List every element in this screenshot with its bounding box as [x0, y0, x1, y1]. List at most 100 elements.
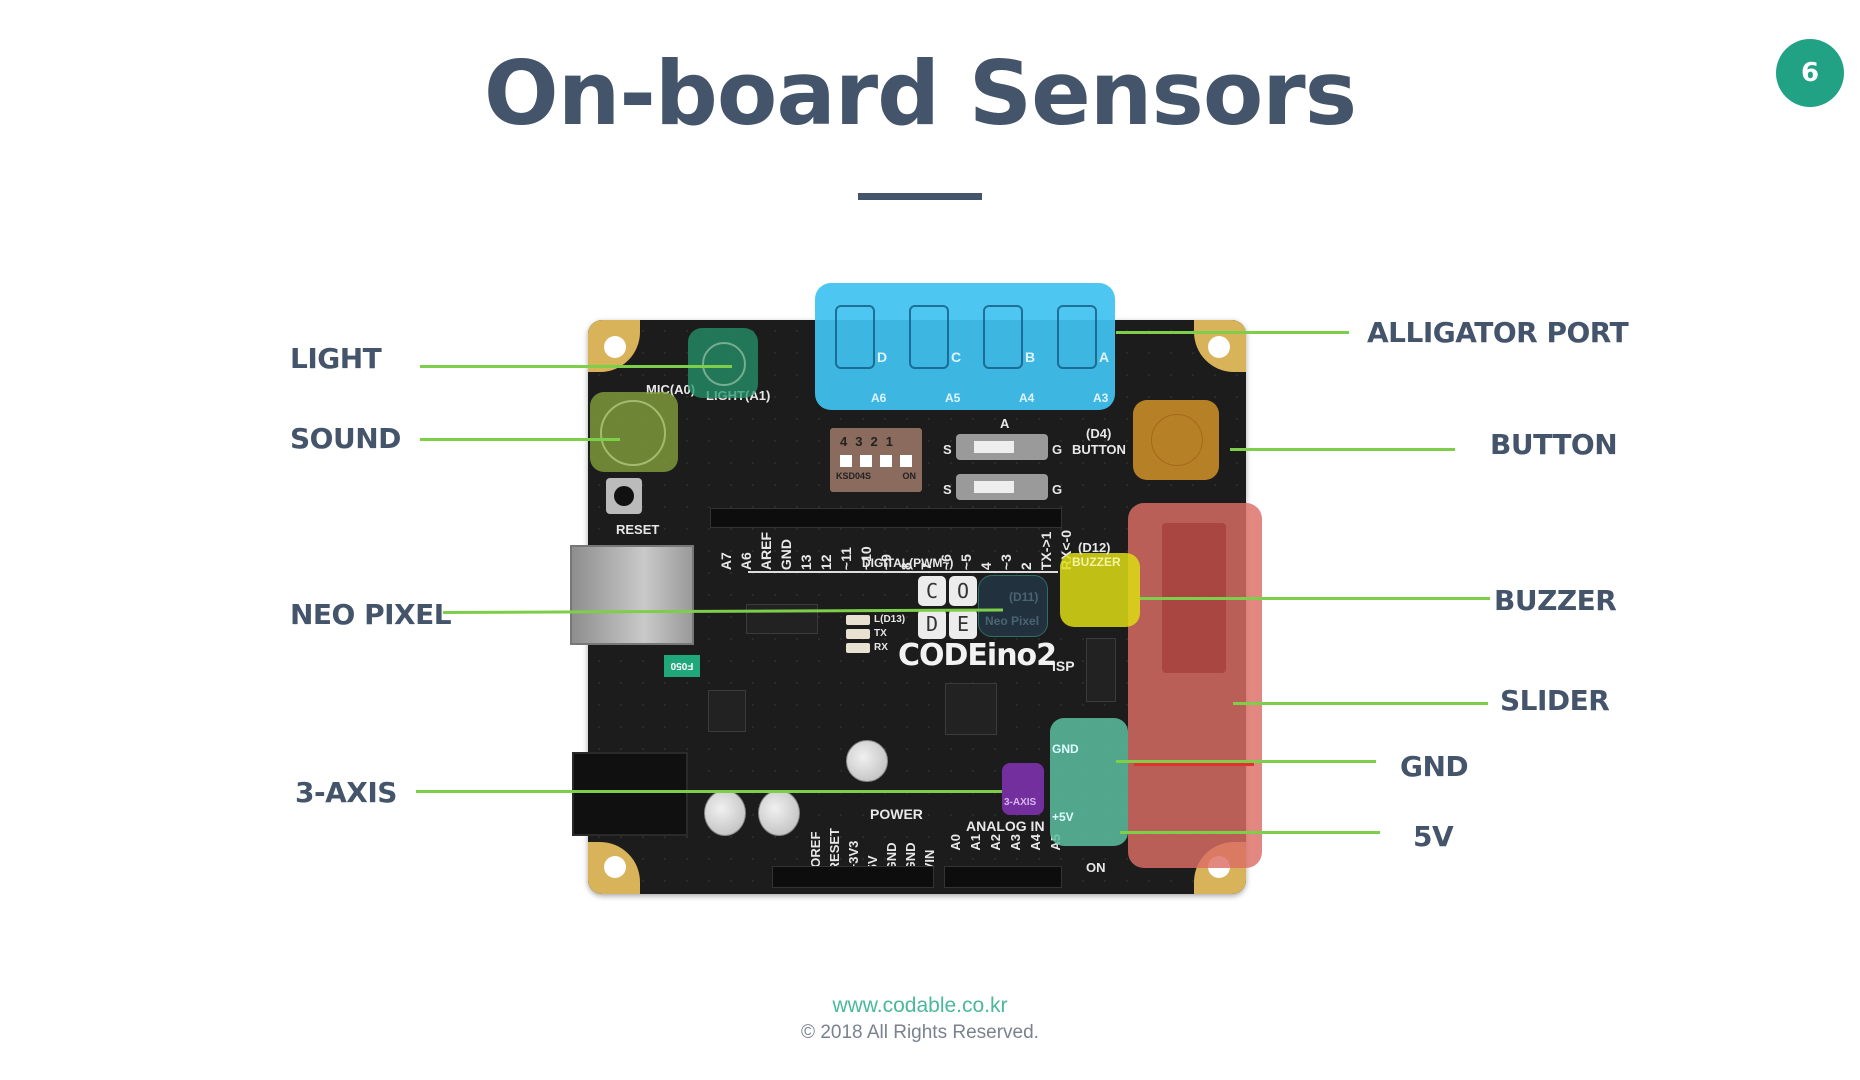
pin-label: A3 [1008, 834, 1023, 851]
dip-on: ON [902, 471, 917, 481]
pin-label: A4 [1028, 834, 1043, 851]
pin-label: GND [778, 538, 794, 571]
silk-power: POWER [870, 806, 923, 822]
label-slider: SLIDER [1500, 684, 1610, 717]
pin-label: GND [884, 842, 899, 872]
sound-sensor-highlight[interactable] [590, 392, 678, 472]
silk-isp: ISP [1052, 658, 1075, 674]
pin-label: 4 [978, 562, 994, 571]
gnd-5v-header-highlight[interactable]: GND +5V [1050, 718, 1128, 846]
pin-label: +3V3 [846, 840, 861, 872]
gnd-silk: GND [1052, 742, 1079, 756]
callout-line-light [420, 365, 732, 368]
photoresistor-icon [702, 342, 746, 386]
fuse: F050 [664, 655, 700, 677]
silk-button: BUTTON [1072, 442, 1126, 457]
logo-tile: O [949, 576, 977, 606]
code-logo-tiles: C O D E [918, 576, 977, 639]
footer-website-link[interactable]: www.codable.co.kr [832, 994, 1008, 1017]
label-button: BUTTON [1490, 428, 1618, 461]
slide-title: On-board Sensors [483, 42, 1357, 145]
silk-divider [748, 571, 1058, 573]
reset-button[interactable] [606, 478, 642, 514]
alligator-pin: A3 [1093, 391, 1109, 405]
3-axis-sensor-highlight[interactable]: 3-AXIS [1002, 763, 1044, 815]
dip-switch[interactable]: 4 3 2 1 KSD04S ON [830, 428, 922, 492]
neopixel-silk: Neo Pixel [985, 614, 1040, 628]
buzzer-silk: BUZZER [1072, 555, 1121, 569]
slider-marker [1134, 763, 1254, 766]
power-pin-labels: IOREF RESET +3V3 5V GND GND VIN [808, 828, 937, 871]
pin-label: IOREF [808, 831, 823, 872]
dc-power-jack [572, 752, 688, 836]
board-logo: CODEino2 [898, 638, 1057, 673]
dip-num: 4 [840, 434, 848, 449]
silk-digital: DIGITAL(PWM~) [862, 556, 954, 570]
small-chip [708, 690, 746, 732]
callout-line-gnd [1116, 760, 1376, 763]
silk-buzzer-pin: (D12) [1078, 540, 1111, 555]
capacitor [758, 790, 800, 836]
slide-switch-a[interactable] [956, 434, 1048, 460]
pin-label: ~5 [958, 554, 974, 571]
label-light: LIGHT [290, 342, 382, 375]
alligator-pin: A5 [945, 391, 961, 405]
pin-label: VIN [922, 849, 937, 872]
power-header [772, 866, 934, 888]
microphone-icon [600, 400, 666, 466]
silk-switch-s2: S [943, 482, 952, 497]
led-label: L(D13) [874, 614, 906, 625]
logo-tile: E [949, 609, 977, 639]
dip-num: 3 [855, 434, 863, 449]
label-gnd: GND [1400, 750, 1469, 783]
pin-label: A1 [968, 834, 983, 851]
analog-pin-labels: A0 A1 A2 A3 A4 A5 [948, 834, 1063, 851]
push-button-icon [1151, 414, 1203, 466]
callout-line-sound [420, 438, 620, 441]
pin-label: 2 [1018, 562, 1034, 571]
alligator-letter: A [1099, 349, 1110, 365]
dip-model: KSD04S [836, 471, 872, 481]
3axis-silk: 3-AXIS [1004, 797, 1037, 808]
buzzer-highlight[interactable]: BUZZER [1060, 553, 1140, 627]
led-label: RX [874, 642, 888, 653]
button-highlight[interactable] [1133, 400, 1219, 480]
light-sensor-highlight[interactable] [688, 328, 758, 398]
pin-label: A7 [718, 552, 734, 571]
pin-label: 5V [865, 855, 880, 872]
usb-port [570, 545, 694, 645]
callout-line-alligator-port [1116, 331, 1349, 334]
footer-copyright: © 2018 All Rights Reserved. [801, 1022, 1039, 1043]
pin-label: ~11 [838, 547, 854, 571]
page-number-badge: 6 [1776, 39, 1844, 107]
silk-switch-g: G [1052, 442, 1063, 457]
slider-highlight[interactable] [1128, 503, 1262, 868]
pin-label: A0 [948, 834, 963, 851]
alligator-letter: B [1025, 349, 1036, 365]
pin-label: AREF [758, 531, 774, 571]
dip-num: 1 [885, 434, 893, 449]
silk-switch-g2: G [1052, 482, 1063, 497]
label-5v: 5V [1413, 820, 1454, 853]
microcontroller-chip [945, 683, 997, 735]
callout-line-buzzer [1140, 597, 1490, 600]
capacitor [704, 790, 746, 836]
label-sound: SOUND [290, 422, 401, 455]
label-3-axis: 3-AXIS [295, 776, 397, 809]
label-neo-pixel: NEO PIXEL [290, 598, 452, 631]
logo-tile: C [918, 576, 946, 606]
pin-label: RESET [827, 828, 842, 872]
alligator-port-highlight[interactable]: D C B A A6 A5 A4 A3 [815, 283, 1115, 410]
silk-switch-a: A [1000, 416, 1010, 431]
neo-pixel-highlight[interactable]: (D11) Neo Pixel [978, 575, 1048, 637]
capacitor [846, 740, 888, 782]
silk-switch-s: S [943, 442, 952, 457]
silk-analog-in: ANALOG IN [966, 818, 1045, 834]
alligator-pin: A4 [1019, 391, 1035, 405]
pin-label: A2 [988, 834, 1003, 851]
slide-switch-b[interactable] [956, 474, 1048, 500]
callout-line-5v [1120, 831, 1380, 834]
logo-tile: D [918, 609, 946, 639]
callout-line-button [1230, 448, 1455, 451]
dip-num: 2 [870, 434, 878, 449]
